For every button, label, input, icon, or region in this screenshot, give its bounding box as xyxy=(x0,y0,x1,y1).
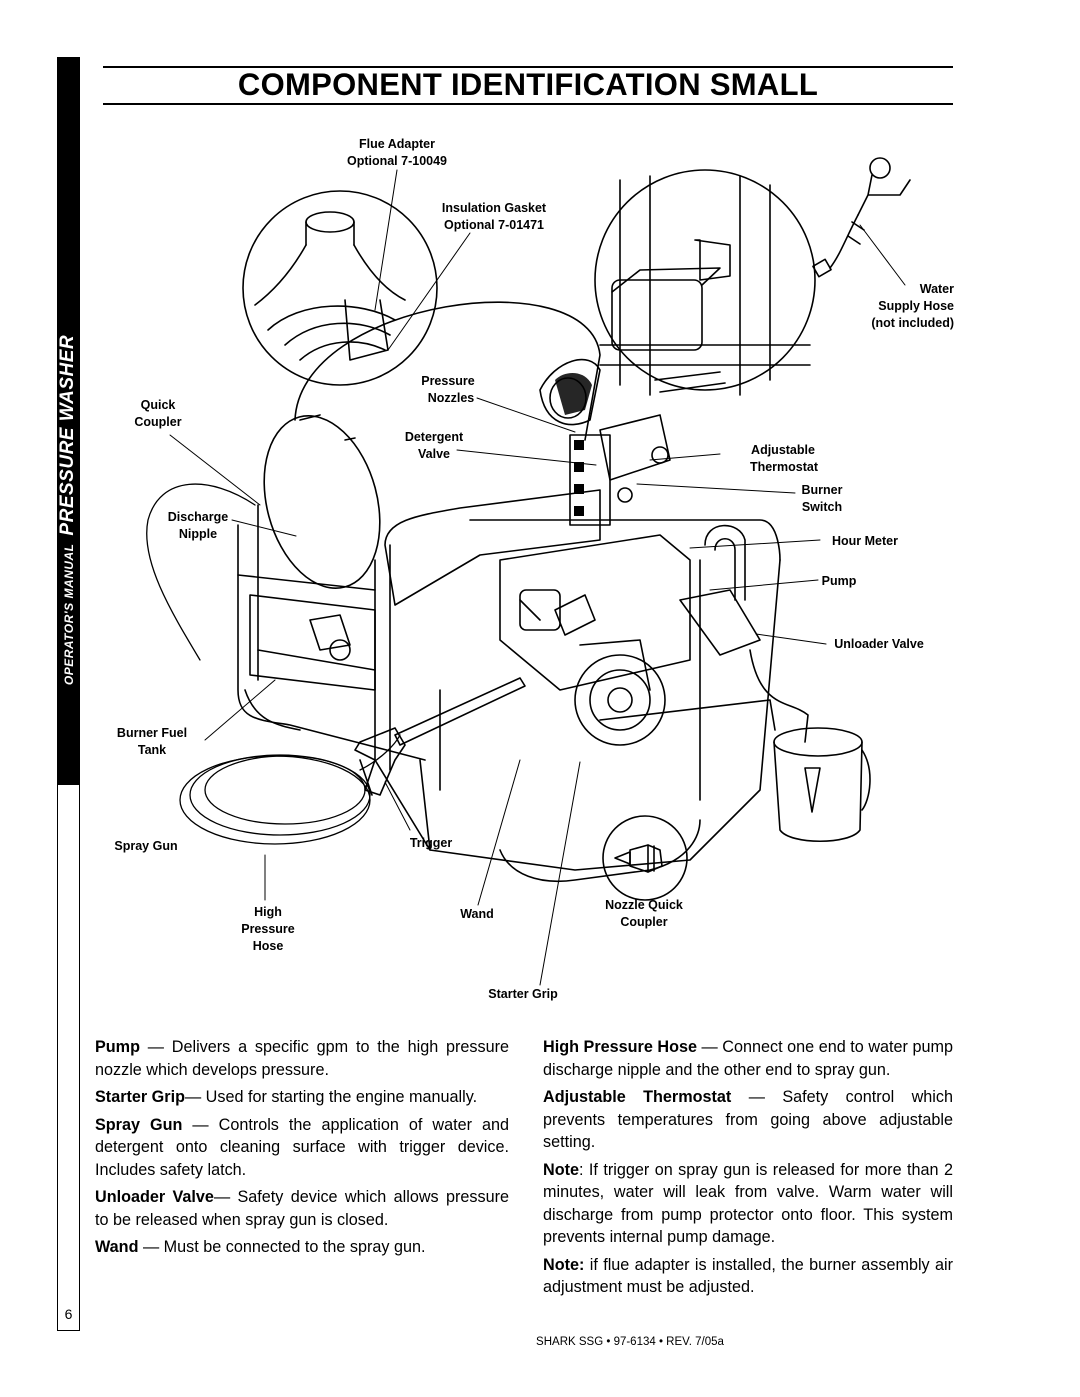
engine xyxy=(499,534,691,746)
spray-gun-label: Spray Gun xyxy=(114,839,177,853)
page-title: COMPONENT IDENTIFICATION SMALL xyxy=(237,66,819,103)
detergent-bucket xyxy=(749,649,871,843)
descriptions-left: Pump — Delivers a specific gpm to the hi… xyxy=(95,1036,509,1264)
insulation-gasket-line2: Optional 7-01471 xyxy=(444,218,544,232)
pressure-nozzles-line2: Nozzles xyxy=(428,391,475,405)
desc-unloader-valve: Unloader Valve— Safety device which allo… xyxy=(95,1188,509,1229)
side-tab xyxy=(57,57,80,785)
desc-starter-grip: Starter Grip— Used for starting the engi… xyxy=(95,1088,478,1106)
hp-hose-line2: Pressure xyxy=(241,922,295,936)
descriptions-right: High Pressure Hose — Connect one end to … xyxy=(543,1036,953,1304)
note-trigger: Note: If trigger on spray gun is release… xyxy=(543,1160,953,1247)
faucet-icon xyxy=(812,157,911,278)
desc-pump: Pump — Delivers a specific gpm to the hi… xyxy=(95,1038,509,1079)
wand-label: Wand xyxy=(460,907,494,921)
pressure-nozzles-line1: Pressure xyxy=(421,374,475,388)
desc-wand: Wand — Must be connected to the spray gu… xyxy=(95,1238,426,1256)
fuel-tank-line2: Tank xyxy=(138,743,166,757)
detergent-valve-line1: Detergent xyxy=(405,430,464,444)
flue-adapter-line1: Flue Adapter xyxy=(359,137,435,151)
unloader-valve-label: Unloader Valve xyxy=(834,637,924,651)
insulation-gasket-line1: Insulation Gasket xyxy=(442,201,547,215)
desc-high-pressure-hose: High Pressure Hose — Connect one end to … xyxy=(543,1038,953,1079)
water-supply-line3: (not included) xyxy=(871,316,954,330)
fuel-tank xyxy=(249,594,376,691)
title-rule-bottom xyxy=(103,103,953,105)
detergent-valve-line2: Valve xyxy=(418,447,450,461)
pump-label: Pump xyxy=(822,574,857,588)
nozzle-coupler-line1: Nozzle Quick xyxy=(605,898,683,912)
footer: SHARK SSG • 97-6134 • REV. 7/05a xyxy=(536,1336,724,1348)
thermostat-line1: Adjustable xyxy=(751,443,815,457)
hp-hose-line3: Hose xyxy=(253,939,284,953)
water-inlet-detail xyxy=(594,169,816,396)
burner-switch-line2: Switch xyxy=(802,500,842,514)
water-supply-line2: Supply Hose xyxy=(878,299,954,313)
nozzle-quick-coupler-detail xyxy=(602,815,688,901)
pump-assembly xyxy=(679,524,761,656)
side-margin-box xyxy=(57,785,80,1331)
wand xyxy=(354,677,526,796)
nozzle-coupler-line2: Coupler xyxy=(620,915,667,929)
fuel-tank-line1: Burner Fuel xyxy=(117,726,187,740)
flue-adapter-detail xyxy=(242,190,438,386)
discharge-nipple-line2: Nipple xyxy=(179,527,217,541)
desc-adjustable-thermostat: Adjustable Thermostat — Safety control w… xyxy=(543,1088,953,1151)
starter-grip-label: Starter Grip xyxy=(488,987,558,1001)
water-supply-line1: Water xyxy=(920,282,954,296)
thermostat-line2: Thermostat xyxy=(750,460,819,474)
leader-lines xyxy=(169,169,906,986)
note-flue-adapter: Note: if flue adapter is installed, the … xyxy=(543,1255,953,1297)
hp-hose-line1: High xyxy=(254,905,282,919)
trigger-label: Trigger xyxy=(410,836,453,850)
burner-switch-line1: Burner xyxy=(802,483,843,497)
title-rule-top xyxy=(103,66,953,68)
page-number: 6 xyxy=(64,1306,73,1322)
discharge-nipple-line1: Discharge xyxy=(168,510,228,524)
flue-adapter-line2: Optional 7-10049 xyxy=(347,154,447,168)
hose-coil xyxy=(146,483,401,845)
control-panel xyxy=(384,414,671,606)
quick-coupler-line2: Coupler xyxy=(134,415,181,429)
hour-meter-label: Hour Meter xyxy=(832,534,898,548)
quick-coupler-line1: Quick xyxy=(141,398,176,412)
desc-spray-gun: Spray Gun — Controls the application of … xyxy=(95,1115,510,1179)
